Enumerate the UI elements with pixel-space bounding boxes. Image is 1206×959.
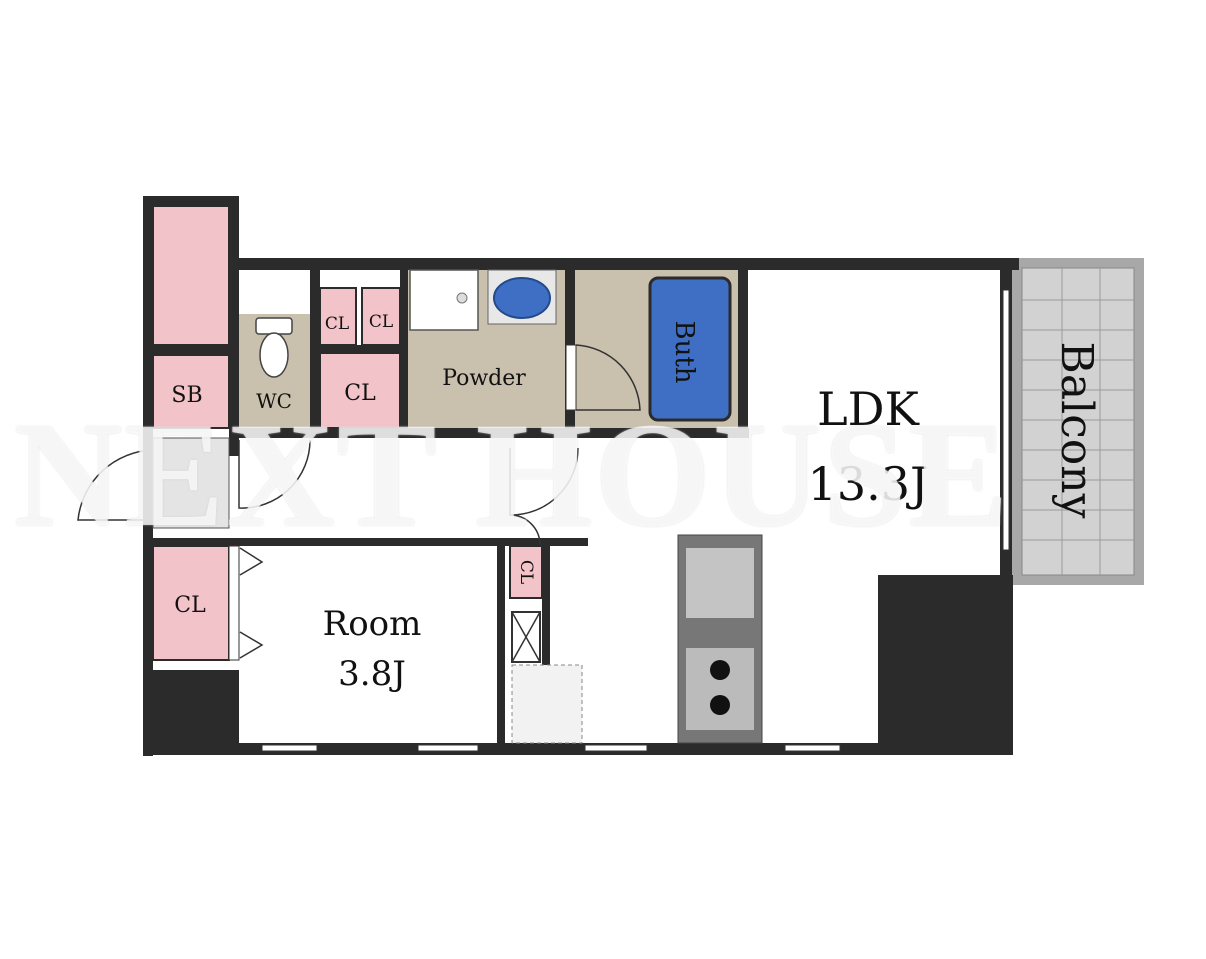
windows xyxy=(261,289,1010,752)
shaft-cross-icon xyxy=(511,611,541,663)
label-powder: Powder xyxy=(442,366,526,391)
bath-door xyxy=(565,344,577,411)
label-cl-small-left: CL xyxy=(325,314,349,334)
label-bath: Buth xyxy=(669,320,699,383)
label-cl-room: CL xyxy=(174,593,206,618)
closet-door-frame xyxy=(228,545,240,661)
sink-icon xyxy=(487,269,557,325)
label-sb: SB xyxy=(171,383,202,408)
entrance-floor xyxy=(152,437,230,529)
balcony xyxy=(1012,258,1144,585)
closets xyxy=(152,205,543,661)
washing-machine-icon xyxy=(409,269,479,331)
label-room-size: 3.8J xyxy=(338,654,406,694)
room-labels: SB WC CL CL CL Powder Buth LDK 13.3J Bal… xyxy=(171,312,1102,694)
label-wc: WC xyxy=(256,389,292,413)
label-room: Room xyxy=(323,604,422,644)
toilet-icon xyxy=(255,317,293,378)
drain-icon xyxy=(456,292,468,304)
fridge-space xyxy=(511,664,583,744)
doors xyxy=(77,439,579,659)
kitchen-stove xyxy=(677,534,763,744)
label-cl-small-right: CL xyxy=(369,312,393,332)
label-cl-narrow: CL xyxy=(516,560,536,584)
bathtub-icon xyxy=(648,276,732,422)
label-balcony: Balcony xyxy=(1051,342,1102,519)
bath-door-swing xyxy=(575,344,641,411)
label-ldk: LDK xyxy=(817,382,920,436)
label-cl-middle: CL xyxy=(344,381,376,406)
label-ldk-size: 13.3J xyxy=(808,457,929,511)
